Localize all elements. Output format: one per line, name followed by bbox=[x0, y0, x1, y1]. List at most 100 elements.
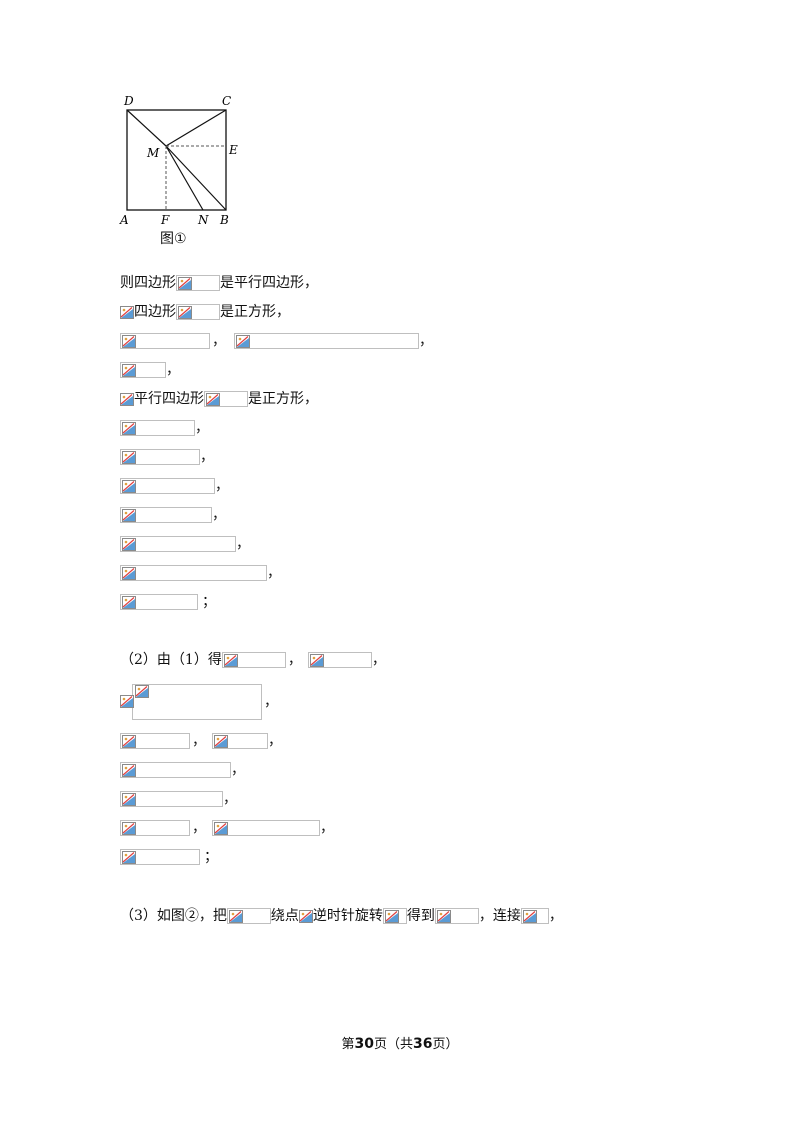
text: ； bbox=[202, 594, 216, 610]
formula-image bbox=[520, 908, 549, 924]
segment-dm bbox=[126, 109, 167, 147]
broken-image-icon bbox=[206, 393, 220, 406]
formula-image bbox=[120, 536, 236, 552]
label-d: D bbox=[123, 94, 134, 108]
formula-image bbox=[212, 733, 268, 749]
broken-image-icon bbox=[214, 735, 228, 748]
line-5: 平行四边形 是正方形， bbox=[120, 389, 318, 409]
text: ， bbox=[192, 733, 206, 749]
text: ， bbox=[267, 565, 281, 581]
broken-image-icon bbox=[309, 654, 324, 667]
broken-image-icon bbox=[236, 335, 250, 348]
text: 是正方形， bbox=[220, 304, 290, 320]
text: 四边形 bbox=[134, 304, 176, 320]
text: 平行四边形 bbox=[134, 391, 204, 407]
formula-image bbox=[176, 304, 220, 320]
formula-image bbox=[120, 449, 200, 465]
footer-suffix: 页） bbox=[432, 1037, 459, 1052]
text: ， bbox=[212, 507, 226, 523]
broken-image-icon bbox=[120, 695, 134, 708]
square-abcd bbox=[126, 109, 227, 211]
line-11: ， bbox=[120, 563, 281, 583]
text: ， bbox=[371, 652, 386, 668]
text: 是平行四边形， bbox=[220, 275, 318, 291]
text: （3）如图②，把 bbox=[120, 908, 227, 924]
formula-image bbox=[120, 565, 267, 581]
text: ， bbox=[419, 333, 433, 349]
text: （2）由（1）得 bbox=[120, 652, 222, 668]
formula-image-large bbox=[132, 684, 262, 720]
formula-image bbox=[120, 362, 166, 378]
geometry-figure: D C M E A F N B 图① bbox=[112, 92, 247, 247]
text: ， bbox=[231, 762, 245, 778]
formula-image bbox=[120, 507, 212, 523]
line-4: ， bbox=[120, 360, 180, 380]
formula-image bbox=[212, 820, 320, 836]
text: 绕点 bbox=[270, 908, 299, 924]
line-15: ， ， bbox=[120, 731, 282, 751]
formula-image bbox=[204, 391, 248, 407]
broken-image-icon bbox=[122, 851, 136, 864]
broken-image-icon bbox=[135, 685, 149, 698]
footer-prefix: 第 bbox=[341, 1037, 355, 1052]
formula-image bbox=[120, 733, 190, 749]
text: ， bbox=[236, 536, 250, 552]
broken-image-icon bbox=[122, 335, 136, 348]
line-1: 则四边形 是平行四边形， bbox=[120, 273, 318, 293]
text: ， bbox=[200, 449, 214, 465]
line-18: ， ， bbox=[120, 818, 334, 838]
text: 则四边形 bbox=[120, 275, 176, 291]
broken-image-icon bbox=[384, 910, 399, 923]
line-7: ， bbox=[120, 447, 214, 467]
formula-image bbox=[221, 652, 286, 668]
broken-image-icon bbox=[228, 910, 243, 923]
broken-image-icon bbox=[298, 909, 313, 923]
formula-image bbox=[120, 594, 198, 610]
label-n: N bbox=[197, 213, 209, 227]
text: ， bbox=[268, 733, 282, 749]
text: ， bbox=[215, 478, 229, 494]
formula-image bbox=[176, 275, 220, 291]
line-10: ， bbox=[120, 534, 250, 554]
label-f: F bbox=[160, 213, 170, 227]
label-e: E bbox=[228, 143, 238, 157]
line-17: ， bbox=[120, 789, 237, 809]
text: 得到 bbox=[406, 908, 435, 924]
formula-image bbox=[226, 908, 271, 924]
broken-image-icon bbox=[122, 793, 136, 806]
line-2: 四边形 是正方形， bbox=[120, 302, 290, 322]
broken-image-icon bbox=[178, 306, 192, 319]
line-9: ， bbox=[120, 505, 226, 525]
formula-image bbox=[234, 333, 419, 349]
line-8: ， bbox=[120, 476, 229, 496]
broken-image-icon bbox=[120, 305, 134, 319]
broken-image-icon bbox=[122, 538, 136, 551]
text: ， bbox=[223, 791, 237, 807]
broken-image-icon bbox=[122, 451, 136, 464]
segment-mc bbox=[165, 109, 227, 147]
broken-image-icon bbox=[522, 910, 537, 923]
broken-image-icon bbox=[120, 392, 134, 406]
text: ，连接 bbox=[478, 908, 521, 924]
broken-image-icon bbox=[223, 654, 238, 667]
formula-image bbox=[120, 791, 223, 807]
formula-image bbox=[120, 849, 200, 865]
line-19: ； bbox=[120, 847, 218, 867]
broken-image-icon bbox=[122, 480, 136, 493]
formula-image bbox=[382, 908, 407, 924]
text: 是正方形， bbox=[248, 391, 318, 407]
line-16: ， bbox=[120, 760, 245, 780]
text: ， bbox=[192, 820, 206, 836]
figure-caption: 图① bbox=[160, 231, 187, 247]
formula-image bbox=[120, 762, 231, 778]
label-a: A bbox=[119, 213, 129, 227]
line-20: （3）如图②，把 绕点 逆时针旋转 得到 ，连接 ， bbox=[120, 906, 563, 926]
line-3: ， ， bbox=[120, 331, 433, 351]
formula-image bbox=[120, 333, 210, 349]
label-c: C bbox=[222, 94, 231, 108]
segment-mb bbox=[165, 145, 227, 211]
broken-image-icon bbox=[122, 509, 136, 522]
text: ， bbox=[166, 362, 180, 378]
formula-image bbox=[120, 478, 215, 494]
text: ； bbox=[204, 849, 218, 865]
